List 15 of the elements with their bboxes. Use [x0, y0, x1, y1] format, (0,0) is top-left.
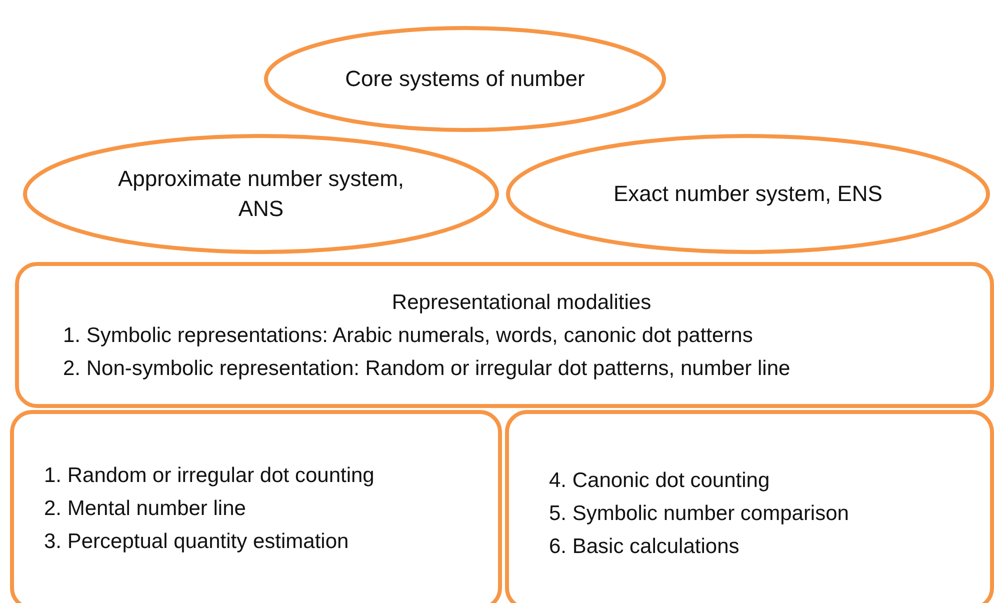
list-item: 2. Mental number line: [44, 496, 247, 522]
list-item: 2. Non-symbolic representation: Random or irregular dot patterns, number line: [63, 356, 792, 382]
node-label: Approximate number system, ANS: [116, 165, 406, 223]
node-label: Exact number system, ENS: [612, 180, 884, 208]
list-item: 3. Perceptual quantity estimation: [44, 529, 350, 555]
list-item: 5. Symbolic number comparison: [549, 501, 850, 527]
list-item: 6. Basic calculations: [549, 534, 740, 560]
box-heading: Representational modalities: [390, 290, 652, 316]
list-item: 1. Symbolic representations: Arabic numerals, words, canonic dot patterns: [63, 323, 754, 349]
list-item: 1. Random or irregular dot counting: [44, 463, 376, 489]
node-label: Core systems of number: [344, 65, 586, 93]
rounded-box: [15, 262, 994, 408]
rounded-box: [10, 410, 502, 603]
list-item: 4. Canonic dot counting: [549, 468, 771, 494]
rounded-box: [505, 410, 994, 603]
